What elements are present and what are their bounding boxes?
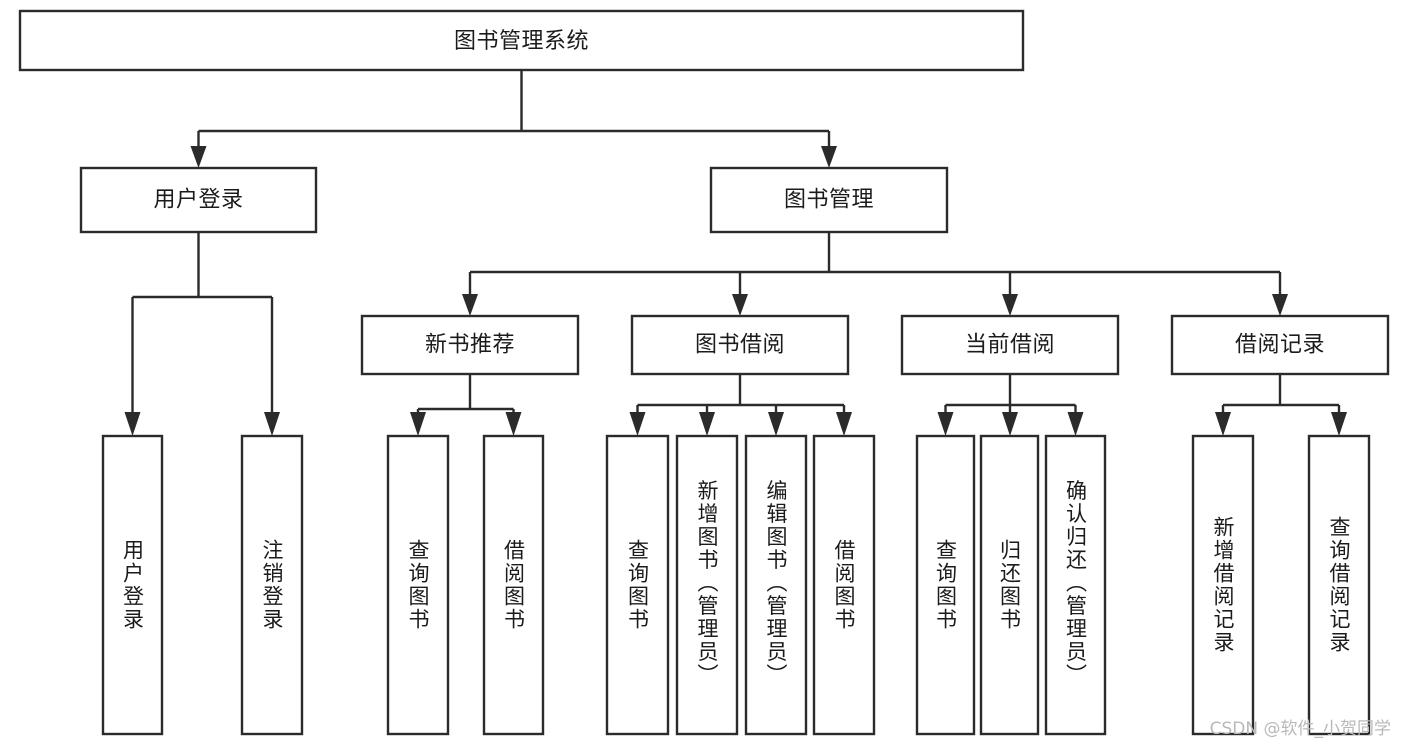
- leaf-current-borrow-0-label: 查询图书: [934, 539, 958, 631]
- leaf-book-borrow-2-label: 编辑图书（管理员）: [764, 480, 788, 687]
- arrow-head-book-manage: [821, 146, 837, 168]
- node-root-system[interactable]: 图书管理系统: [18, 9, 1025, 72]
- connectors-root-to-level1: [190, 70, 837, 168]
- node-root-label: 图书管理系统: [454, 29, 589, 54]
- leaf-book-borrow-0[interactable]: 查询图书: [605, 434, 670, 736]
- connectors-book-manage-to-level2: [462, 232, 1288, 316]
- node-current-borrow-label: 当前借阅: [965, 333, 1055, 358]
- arrow-head-user-login-leaf-0: [124, 412, 141, 436]
- arrow-head-new-book-leaf-0: [410, 412, 426, 436]
- leaf-new-book-1[interactable]: 借阅图书: [482, 434, 545, 736]
- leaf-user-login-0-box[interactable]: [101, 434, 164, 736]
- leaf-current-borrow-1[interactable]: 归还图书: [979, 434, 1040, 736]
- arrow-head-book-borrow: [732, 294, 748, 316]
- arrow-head-book-borrow-leaf-2: [768, 412, 784, 436]
- leaf-user-login-0-label: 用户登录: [121, 539, 145, 631]
- leaf-book-borrow-3-box[interactable]: [812, 434, 876, 736]
- arrow-head-book-borrow-leaf-3: [836, 412, 852, 436]
- leaf-book-borrow-2[interactable]: 编辑图书（管理员）: [744, 434, 808, 736]
- leaf-current-borrow-2[interactable]: 确认归还（管理员）: [1044, 434, 1107, 736]
- leaf-borrow-record-0-box[interactable]: [1191, 434, 1255, 736]
- node-current-borrow-box[interactable]: [900, 314, 1120, 376]
- leaf-new-book-1-box[interactable]: [482, 434, 545, 736]
- connectors-borrow-record-to-leaves: [1215, 374, 1347, 436]
- node-book-borrow[interactable]: 图书借阅: [630, 314, 850, 376]
- connectors-new-book-to-leaves: [410, 374, 522, 436]
- arrow-head-borrow-record-leaf-0: [1215, 412, 1231, 436]
- leaf-current-borrow-1-box[interactable]: [979, 434, 1040, 736]
- connectors-current-borrow-to-leaves: [937, 374, 1084, 436]
- node-book-borrow-box[interactable]: [630, 314, 850, 376]
- leaf-book-borrow-0-box[interactable]: [605, 434, 670, 736]
- leaf-book-borrow-3-label: 借阅图书: [832, 539, 856, 631]
- node-new-book-recommend[interactable]: 新书推荐: [360, 314, 580, 376]
- leaf-new-book-0-label: 查询图书: [406, 539, 430, 631]
- leaf-current-borrow-2-label: 确认归还（管理员）: [1064, 480, 1088, 687]
- node-book-manage-box[interactable]: [709, 166, 949, 234]
- arrow-head-borrow-record: [1272, 294, 1288, 316]
- arrow-head-current-borrow-leaf-2: [1067, 412, 1084, 436]
- arrow-head-borrow-record-leaf-1: [1331, 412, 1347, 436]
- arrow-head-new-book-leaf-1: [505, 412, 522, 436]
- arrow-head-current-borrow-leaf-1: [1002, 412, 1018, 436]
- leaf-user-login-1[interactable]: 注销登录: [240, 434, 304, 736]
- leaf-book-borrow-1[interactable]: 新增图书（管理员）: [675, 434, 739, 736]
- leaf-borrow-record-0[interactable]: 新增借阅记录: [1191, 434, 1255, 736]
- arrow-head-user-login: [190, 146, 207, 168]
- leaf-book-borrow-1-label: 新增图书（管理员）: [695, 480, 719, 687]
- leaf-user-login-0[interactable]: 用户登录: [101, 434, 164, 736]
- leaf-current-borrow-1-label: 归还图书: [998, 539, 1022, 631]
- node-borrow-record-box[interactable]: [1170, 314, 1390, 376]
- leaf-current-borrow-2-box[interactable]: [1044, 434, 1107, 736]
- node-book-manage-label: 图书管理: [784, 188, 874, 213]
- leaf-new-book-0[interactable]: 查询图书: [386, 434, 450, 736]
- node-root-box[interactable]: [18, 9, 1025, 72]
- leaf-book-borrow-0-label: 查询图书: [626, 539, 650, 631]
- node-user-login-box[interactable]: [79, 166, 318, 234]
- arrow-head-current-borrow-leaf-0: [937, 412, 954, 436]
- leaf-borrow-record-0-label: 新增借阅记录: [1211, 516, 1235, 654]
- leaf-borrow-record-1[interactable]: 查询借阅记录: [1307, 434, 1371, 736]
- arrow-head-new-book-recommend: [462, 294, 478, 316]
- arrow-head-user-login-leaf-1: [264, 412, 280, 436]
- leaf-book-borrow-3[interactable]: 借阅图书: [812, 434, 876, 736]
- node-borrow-record[interactable]: 借阅记录: [1170, 314, 1390, 376]
- node-borrow-record-label: 借阅记录: [1235, 333, 1325, 358]
- leaf-borrow-record-1-box[interactable]: [1307, 434, 1371, 736]
- connectors-book-borrow-to-leaves: [629, 374, 852, 436]
- leaf-user-login-1-label: 注销登录: [260, 539, 284, 631]
- leaf-current-borrow-0[interactable]: 查询图书: [915, 434, 976, 736]
- node-new-book-recommend-box[interactable]: [360, 314, 580, 376]
- leaf-current-borrow-0-box[interactable]: [915, 434, 976, 736]
- node-book-manage[interactable]: 图书管理: [709, 166, 949, 234]
- arrow-head-book-borrow-leaf-0: [629, 412, 646, 436]
- node-current-borrow[interactable]: 当前借阅: [900, 314, 1120, 376]
- node-user-login[interactable]: 用户登录: [79, 166, 318, 234]
- leaf-user-login-1-box[interactable]: [240, 434, 304, 736]
- leaf-book-borrow-1-box[interactable]: [675, 434, 739, 736]
- connectors-user-login-to-leaves: [124, 232, 280, 436]
- arrow-head-book-borrow-leaf-1: [699, 412, 715, 436]
- leaf-new-book-0-box[interactable]: [386, 434, 450, 736]
- leaf-borrow-record-1-label: 查询借阅记录: [1327, 516, 1351, 654]
- leaf-book-borrow-2-box[interactable]: [744, 434, 808, 736]
- leaf-new-book-1-label: 借阅图书: [502, 539, 526, 631]
- node-book-borrow-label: 图书借阅: [695, 333, 785, 358]
- node-user-login-label: 用户登录: [153, 188, 243, 213]
- node-new-book-recommend-label: 新书推荐: [425, 333, 515, 358]
- arrow-head-current-borrow: [1002, 294, 1018, 316]
